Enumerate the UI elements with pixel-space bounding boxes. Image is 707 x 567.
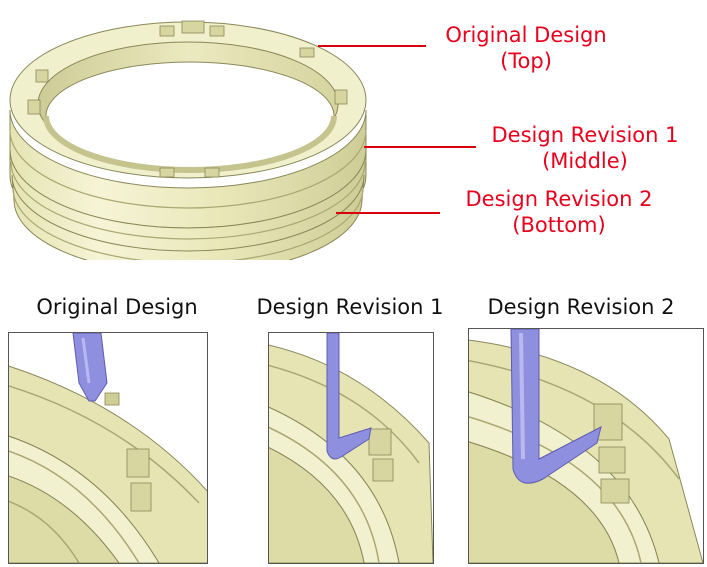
leader-line-middle bbox=[364, 146, 476, 148]
panel-rev1-svg bbox=[269, 333, 433, 563]
callout-rev1-line1: Design Revision 1 bbox=[491, 123, 679, 147]
callout-original-line2: (Top) bbox=[500, 49, 552, 73]
callout-rev2-line2: (Bottom) bbox=[512, 213, 606, 237]
tool-bent-small bbox=[326, 333, 372, 460]
panel-rev2-svg bbox=[469, 329, 703, 563]
tool-straight bbox=[72, 333, 108, 402]
callout-design-revision-1: Design Revision 1 (Middle) bbox=[478, 122, 692, 174]
callout-original-line1: Original Design bbox=[445, 23, 607, 47]
panel-design-revision-1 bbox=[268, 332, 434, 564]
panel-title-original: Original Design bbox=[36, 295, 198, 319]
ring-stack-svg bbox=[9, 20, 367, 275]
ring-stack-illustration bbox=[0, 0, 430, 275]
panel-title-revision-2: Design Revision 2 bbox=[487, 295, 675, 319]
panel-title-revision-1: Design Revision 1 bbox=[256, 295, 444, 319]
leader-line-top bbox=[318, 45, 426, 47]
panel-design-revision-2 bbox=[468, 328, 704, 564]
leader-line-bottom bbox=[336, 212, 440, 214]
callout-original-design: Original Design (Top) bbox=[428, 22, 624, 74]
callout-design-revision-2: Design Revision 2 (Bottom) bbox=[452, 186, 666, 238]
panel-original-design bbox=[8, 332, 208, 564]
callout-rev2-line1: Design Revision 2 bbox=[465, 187, 653, 211]
panel-original-svg bbox=[9, 333, 207, 563]
tool-bent-large bbox=[510, 329, 602, 484]
callout-rev1-line2: (Middle) bbox=[542, 149, 628, 173]
